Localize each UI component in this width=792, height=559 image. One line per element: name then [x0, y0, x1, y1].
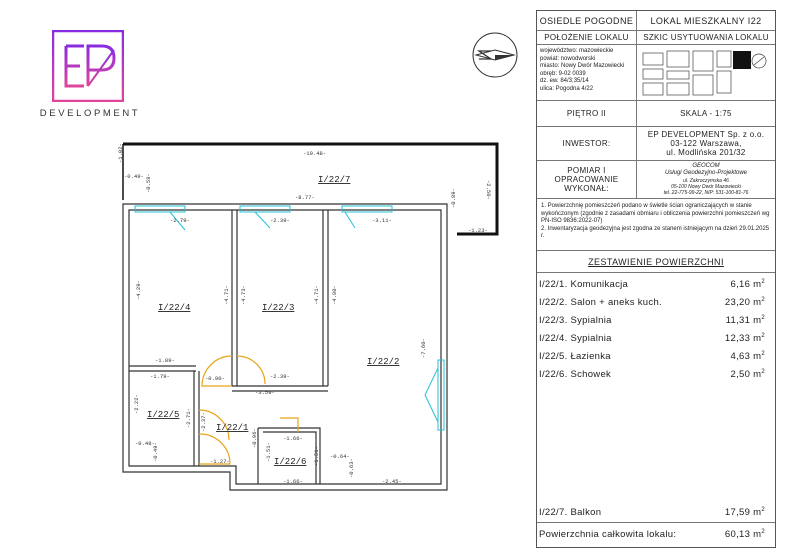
dim-label: -0.89-	[450, 188, 457, 208]
dim-label: -1.89-	[155, 357, 175, 364]
scale-label: SKALA - 1:75	[680, 109, 732, 118]
dim-label: -1.02-	[117, 143, 124, 163]
notes: 1. Powierzchnię pomieszczeń podano w świ…	[541, 203, 770, 239]
room-label-4: I/22/4	[158, 303, 190, 313]
room-label-1: I/22/1	[216, 423, 248, 433]
dim-label: -1.27-	[210, 458, 230, 465]
dim-label: -3.11-	[372, 217, 392, 224]
dim-label: -10.48-	[303, 150, 326, 157]
dim-label: -4.73-	[240, 285, 247, 305]
dim-label: -1.23-	[468, 227, 488, 234]
estate-name: OSIEDLE POGODNE	[537, 11, 637, 30]
dim-label: -2.39-	[270, 217, 290, 224]
north-arrow-icon	[472, 32, 518, 78]
dim-label: -2.79-	[170, 217, 190, 224]
dim-label: -0.64-	[330, 453, 350, 460]
dim-label: -2.22-	[133, 394, 140, 414]
areas-title: ZESTAWIENIE POWIERZCHNI	[588, 256, 724, 267]
dim-label: -2.45-	[382, 478, 402, 485]
dim-label: -1.66-	[283, 435, 303, 442]
room-label-2: I/22/2	[367, 357, 399, 367]
highlighted-unit	[733, 51, 751, 69]
floor-plan: I/22/7 I/22/4 I/22/3 I/22/2 I/22/5 I/22/…	[117, 142, 499, 491]
dim-label: -8.77-	[295, 194, 315, 201]
room-label-3: I/22/3	[262, 303, 294, 313]
dim-label: -1.79-	[150, 373, 170, 380]
dim-label: -2.50-	[485, 180, 492, 200]
dim-label: -0.49-	[124, 173, 144, 180]
dim-label: -0.96-	[251, 428, 258, 448]
location-sketch	[642, 50, 767, 96]
dim-label: -1.51-	[265, 442, 272, 462]
surveyor-details: GEOCOM Usługi Geodezyjno-Projektowe ul. …	[663, 162, 749, 197]
surveyor-label: POMIAR I OPRACOWANIE WYKONAŁ:	[537, 161, 637, 198]
floor-label: PIĘTRO II	[537, 101, 637, 126]
investor-details: EP DEVELOPMENT Sp. z o.o. 03-122 Warszaw…	[647, 130, 765, 157]
room-label-7: I/22/7	[318, 175, 350, 185]
title-block: OSIEDLE POGODNE LOKAL MIESZKALNY I22 POŁ…	[536, 10, 776, 548]
room-label-5: I/22/5	[147, 410, 179, 420]
unit-name: LOKAL MIESZKALNY I22	[650, 15, 762, 26]
investor-label: INWESTOR:	[537, 127, 637, 160]
dim-label: -4.80-	[331, 285, 338, 305]
logo-text: DEVELOPMENT	[39, 108, 141, 119]
room-label-6: I/22/6	[274, 457, 306, 467]
dim-label: -0.49-	[152, 442, 159, 462]
dim-label: -1.66-	[283, 478, 303, 485]
dim-label: -3.59-	[255, 389, 275, 396]
dim-label: -2.39-	[270, 373, 290, 380]
dim-label: -0.58-	[145, 173, 152, 193]
dim-label: -4.71-	[223, 285, 230, 305]
dim-label: -1.51-	[313, 446, 320, 466]
dim-label: -4.71-	[313, 285, 320, 305]
dim-label: -0.48-	[135, 440, 155, 447]
total-area-row: Powierzchnia całkowita lokalu:60,13 m2	[539, 529, 765, 541]
dim-label: -0.90-	[205, 375, 225, 382]
dim-label: -2.37-	[200, 412, 207, 432]
location-details: województwo: mazowieckie powiat: nowodwo…	[537, 45, 637, 100]
location-title: POŁOŻENIE LOKALU	[537, 31, 637, 44]
area-row: I/22/2. Salon + aneks kuch.23,20 m2	[539, 297, 765, 309]
ep-development-logo	[52, 30, 124, 102]
dim-label: -4.29-	[135, 280, 142, 300]
dim-label: -2.71-	[185, 408, 192, 428]
dim-label: -7.60-	[420, 338, 427, 358]
sketch-title: SZKIC USYTUOWANIA LOKALU	[643, 33, 769, 42]
dim-label: -0.63-	[348, 458, 355, 478]
